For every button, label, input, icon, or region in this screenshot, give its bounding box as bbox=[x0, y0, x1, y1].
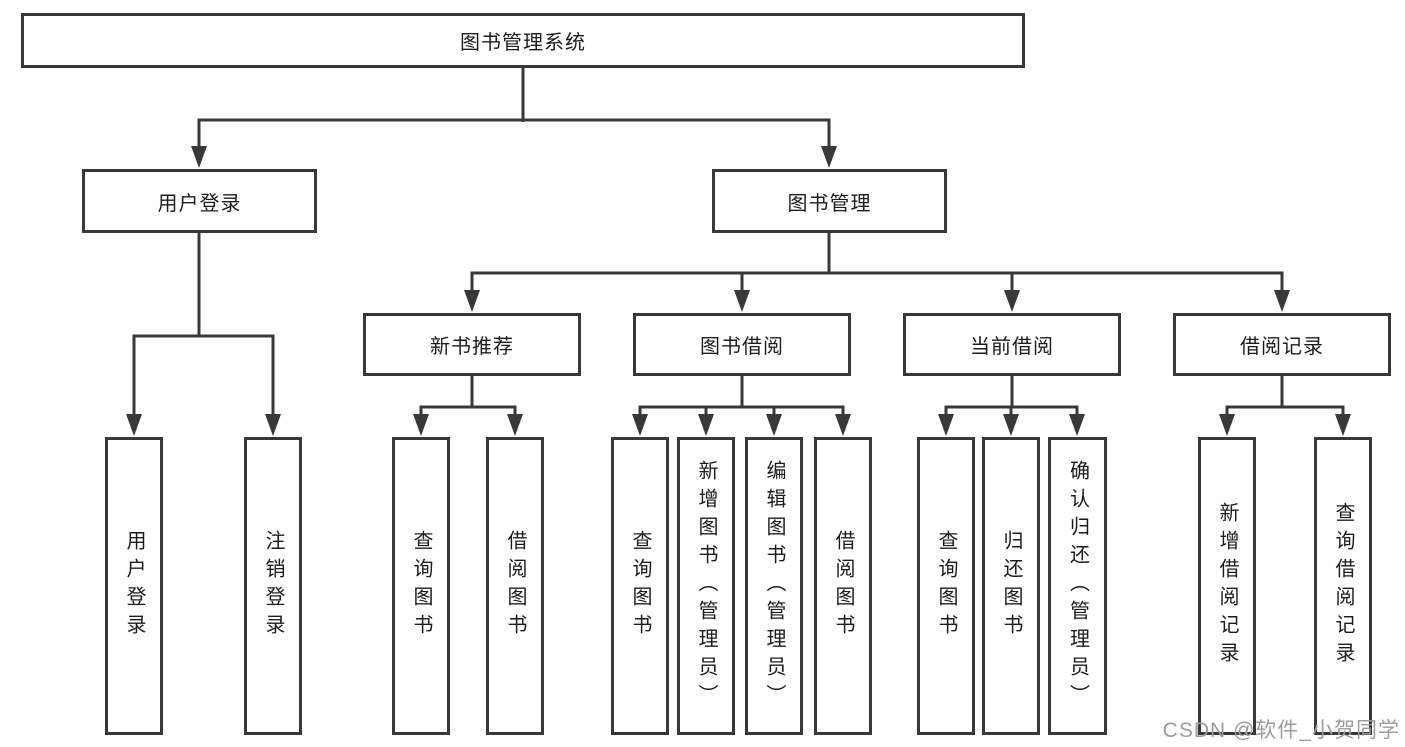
leaf-edit-book-admin: 编辑图书（管理员） bbox=[745, 437, 803, 735]
node-library-management-system: 图书管理系统 bbox=[21, 13, 1025, 68]
node-borrowing-records: 借阅记录 bbox=[1173, 313, 1391, 376]
leaf-query-borrow-record: 查询借阅记录 bbox=[1314, 437, 1372, 735]
csdn-watermark: CSDN @软件_小贺同学 bbox=[1162, 719, 1400, 742]
node-user-login-branch: 用户登录 bbox=[82, 169, 317, 233]
leaf-query-books-recommend: 查询图书 bbox=[392, 437, 450, 735]
leaf-confirm-return-admin: 确认归还（管理员） bbox=[1048, 437, 1107, 735]
leaf-add-borrow-record: 新增借阅记录 bbox=[1198, 437, 1256, 735]
leaf-logout: 注销登录 bbox=[244, 437, 302, 735]
leaf-borrow-books-borrowing: 借阅图书 bbox=[814, 437, 872, 735]
leaf-user-login: 用户登录 bbox=[105, 437, 163, 735]
node-book-management-branch: 图书管理 bbox=[712, 169, 947, 233]
leaf-return-books: 归还图书 bbox=[982, 437, 1040, 735]
node-current-borrowing: 当前借阅 bbox=[903, 313, 1121, 376]
node-new-book-recommendation: 新书推荐 bbox=[363, 313, 581, 376]
leaf-query-books-borrowing: 查询图书 bbox=[611, 437, 669, 735]
leaf-borrow-books-recommend: 借阅图书 bbox=[486, 437, 544, 735]
leaf-query-books-current: 查询图书 bbox=[917, 437, 975, 735]
leaf-add-book-admin: 新增图书（管理员） bbox=[677, 437, 735, 735]
node-book-borrowing: 图书借阅 bbox=[633, 313, 851, 376]
